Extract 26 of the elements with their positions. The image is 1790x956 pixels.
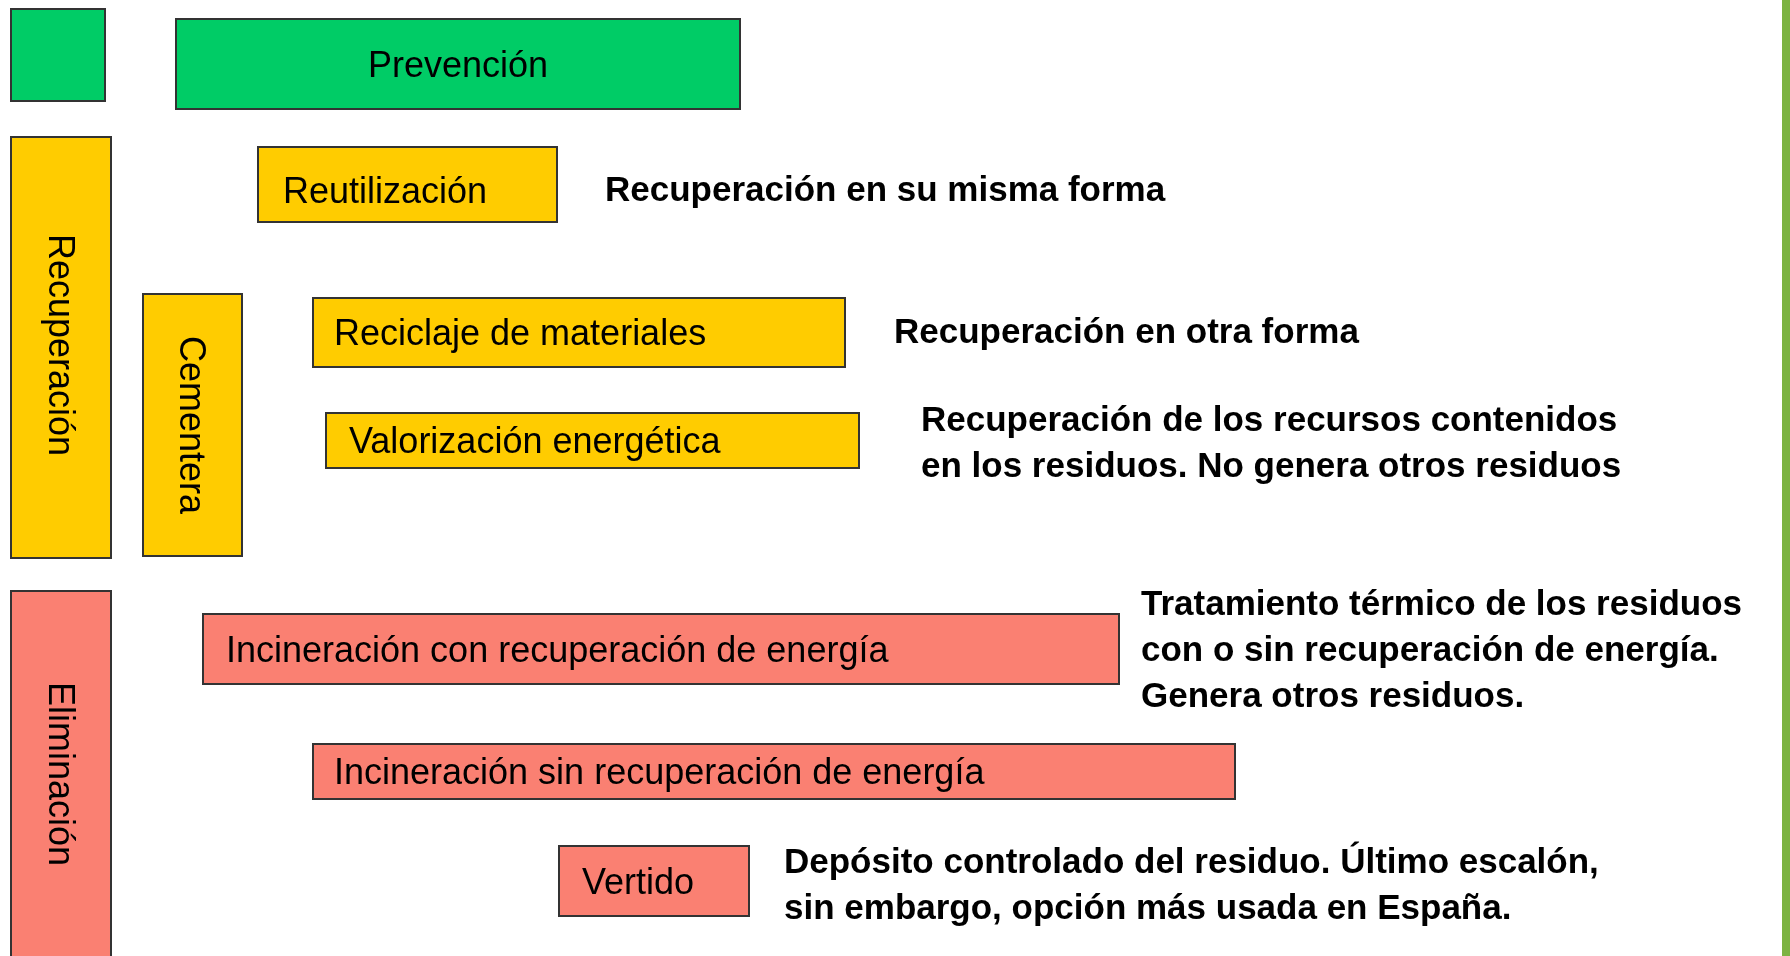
box-label: Reutilización [283, 169, 488, 213]
box-label: Vertido [582, 859, 695, 904]
box-label: Cementera [171, 335, 214, 515]
box-label: Eliminación [39, 682, 83, 867]
description-text: Recuperación en otra forma [894, 310, 1361, 352]
box-label: Recuperación [39, 234, 83, 457]
description-text: Recuperación de los recursos contenidos en los residuos. No genera otros residuos [921, 398, 1623, 486]
box-label: Incineración con recuperación de energía [226, 627, 889, 672]
color-box [10, 8, 106, 102]
category-box [10, 590, 112, 956]
category-box [142, 293, 243, 557]
category-box [10, 136, 112, 559]
category-box [257, 146, 558, 223]
box-label: Incineración sin recuperación de energía [334, 750, 985, 794]
description-text: Recuperación en su misma forma [605, 168, 1167, 210]
description-text: Depósito controlado del residuo. Último escalón, sin embargo, opción más usada en España. [784, 840, 1600, 928]
description-text: Tratamiento térmico de los residuos con o sin recuperación de energía. Genera otros residuos. [1141, 582, 1743, 716]
box-label: Valorización energética [349, 419, 721, 463]
category-box [202, 613, 1120, 685]
category-box [558, 845, 750, 917]
category-box [175, 18, 741, 110]
box-label: Reciclaje de materiales [334, 311, 707, 355]
category-box [312, 743, 1236, 800]
category-box [312, 297, 846, 368]
box-label: Prevención [367, 42, 549, 87]
category-box [325, 412, 860, 469]
